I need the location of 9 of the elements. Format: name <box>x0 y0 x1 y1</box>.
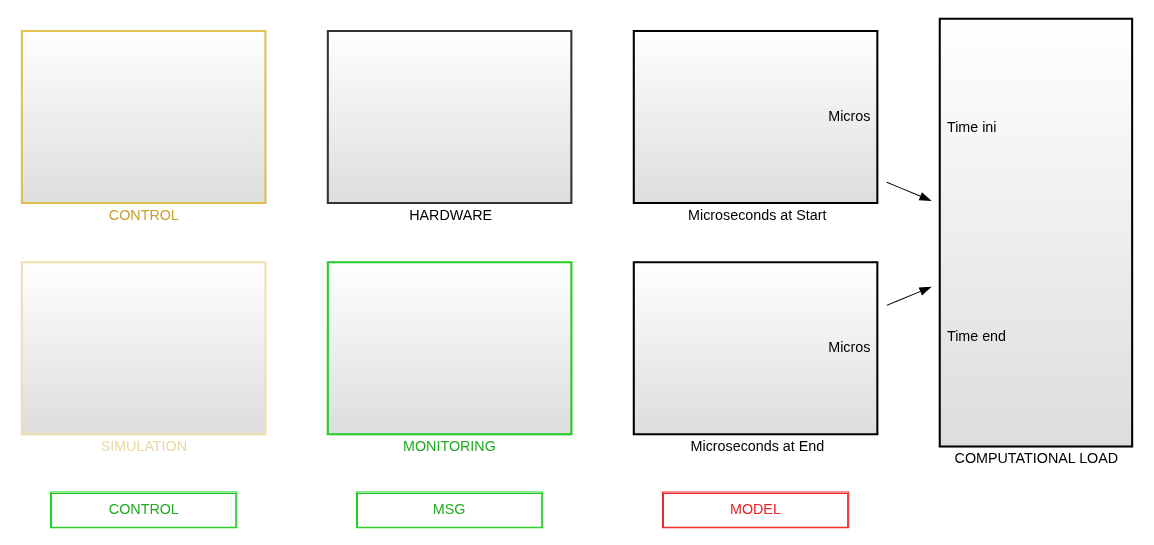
node-label: COMPUTATIONAL LOAD <box>954 450 1119 467</box>
arrow <box>886 286 932 306</box>
node-label: HARDWARE <box>409 206 493 223</box>
node-label: SIMULATION <box>100 437 188 454</box>
arrow <box>886 181 932 201</box>
node-label: CONTROL <box>108 206 179 223</box>
node-label: Microseconds at Start <box>688 206 827 223</box>
node-label: MONITORING <box>403 437 496 454</box>
node-label: Microseconds at End <box>690 437 825 454</box>
